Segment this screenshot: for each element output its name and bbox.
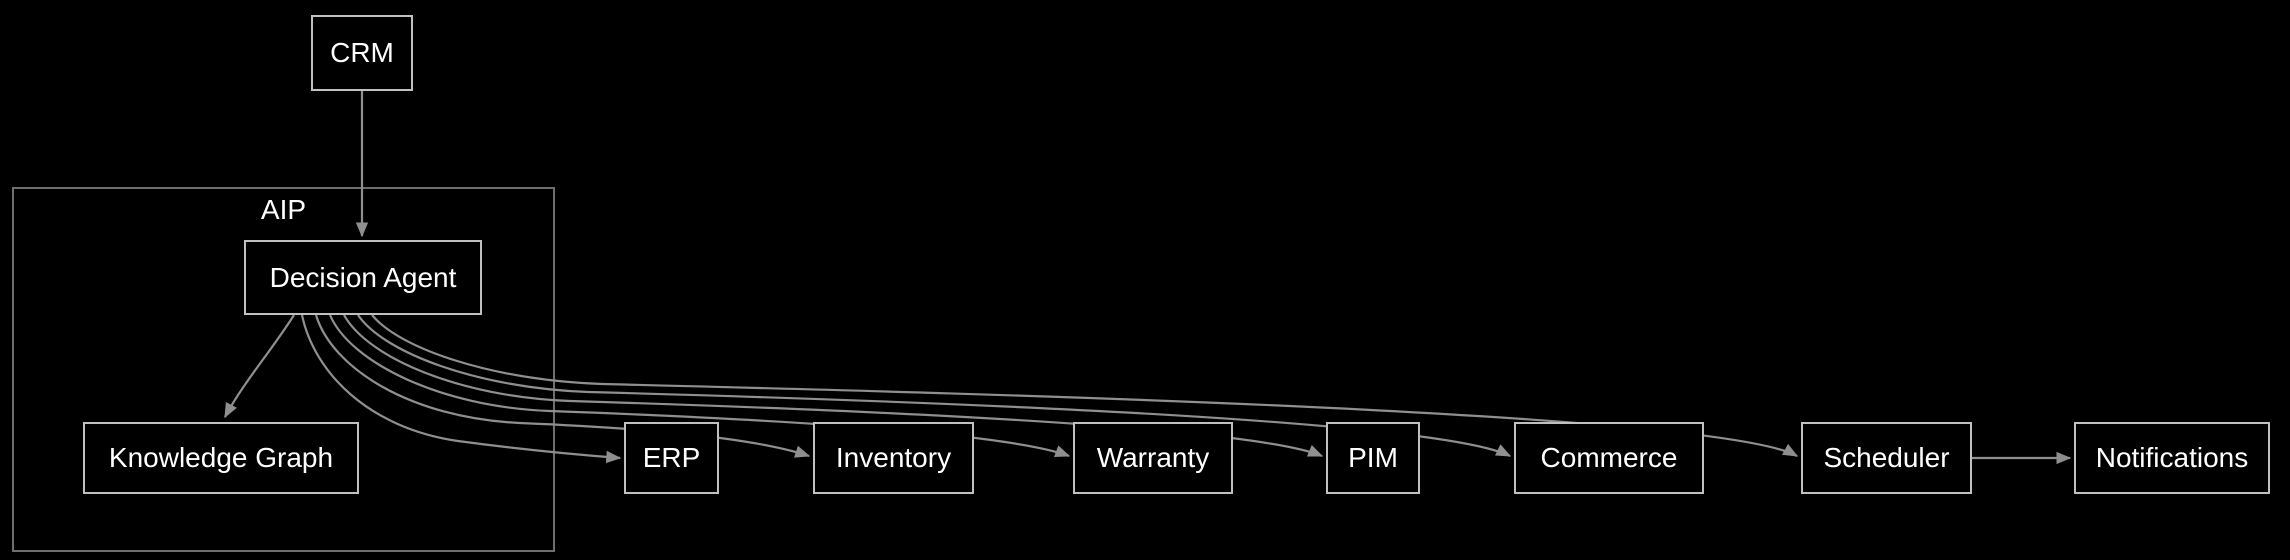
- edge-decision-agent-warranty: [328, 314, 1071, 458]
- edge-decision-agent-erp: [300, 314, 622, 464]
- edge-decision-agent-knowledge-graph: [224, 314, 295, 419]
- node-warranty: Warranty: [1073, 422, 1233, 494]
- node-commerce: Commerce: [1514, 422, 1704, 494]
- node-scheduler: Scheduler: [1801, 422, 1972, 494]
- node-pim: PIM: [1326, 422, 1420, 494]
- node-erp: ERP: [624, 422, 719, 494]
- node-inventory: Inventory: [813, 422, 974, 494]
- node-knowledge-graph: Knowledge Graph: [83, 422, 359, 494]
- edge-decision-agent-inventory: [314, 314, 811, 458]
- cluster-aip-label: AIP: [260, 194, 307, 225]
- node-crm: CRM: [311, 15, 413, 91]
- node-notifications: Notifications: [2074, 422, 2270, 494]
- cluster-aip: [12, 187, 555, 552]
- node-decision-agent: Decision Agent: [244, 240, 482, 315]
